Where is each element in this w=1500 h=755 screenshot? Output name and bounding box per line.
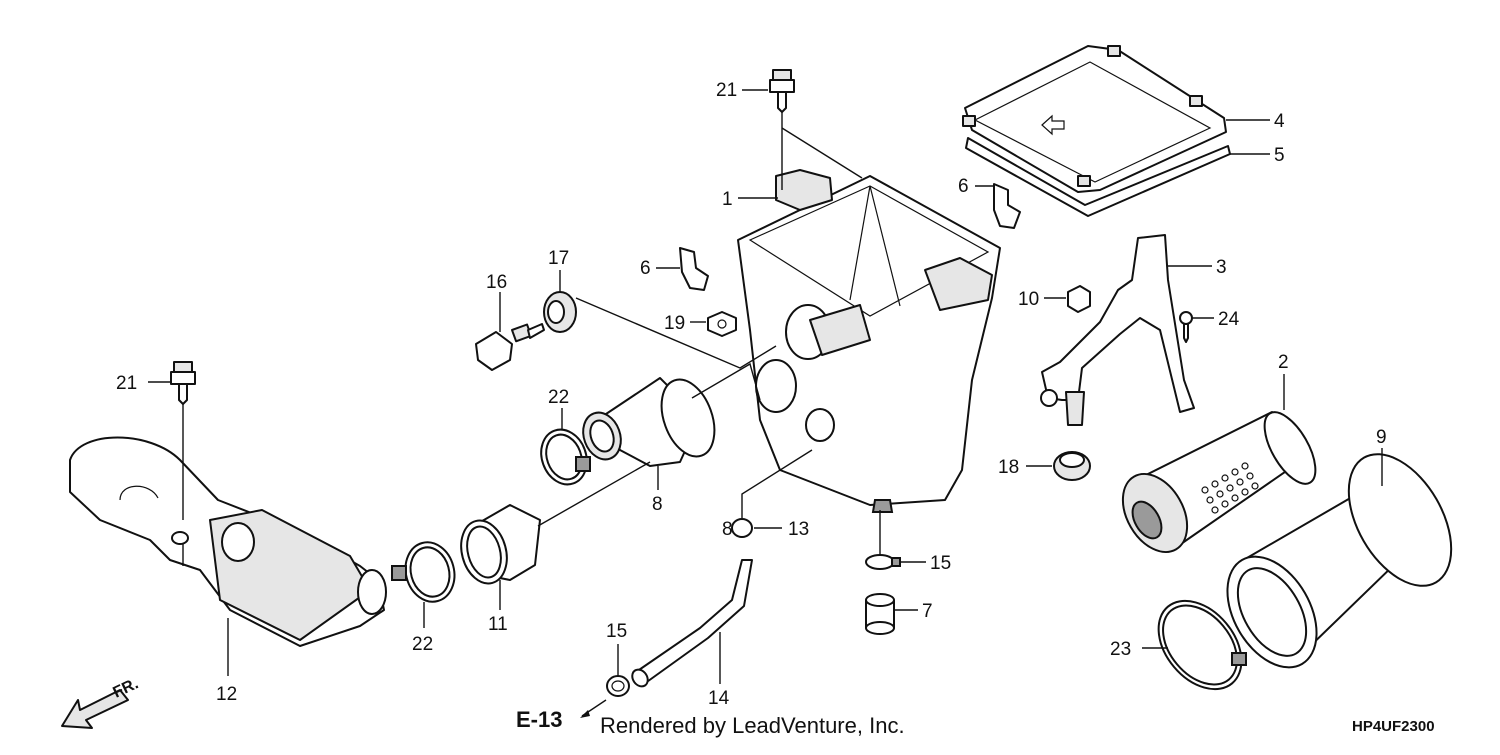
callout-7[interactable]: 7 — [922, 601, 933, 622]
part-13-ring[interactable] — [731, 518, 753, 538]
callout-22-lower[interactable]: 22 — [412, 634, 433, 655]
part-1-case[interactable] — [737, 169, 1001, 513]
callout-23[interactable]: 23 — [1110, 639, 1131, 660]
callout-1[interactable]: 1 — [722, 189, 733, 210]
part-21-bolt-left[interactable] — [170, 361, 196, 405]
part-3-bracket[interactable] — [1040, 234, 1195, 426]
callout-15[interactable]: 15 — [606, 621, 627, 642]
callout-3[interactable]: 3 — [1216, 257, 1227, 278]
callout-24[interactable]: 24 — [1218, 309, 1240, 330]
callout-19[interactable]: 18 — [998, 457, 1019, 478]
part-14-drain-tube[interactable] — [629, 559, 753, 689]
part-11-tube[interactable] — [454, 504, 541, 589]
callout-21-left[interactable]: 21 — [116, 373, 137, 394]
arrow-down-left-icon — [61, 689, 129, 729]
callout-5[interactable]: 5 — [1274, 145, 1285, 166]
part-9-outer-filter[interactable] — [1209, 437, 1472, 683]
part-23-band[interactable] — [1142, 585, 1258, 705]
callout-6-lower[interactable]: 6 — [640, 258, 651, 279]
callout-16[interactable]: 15 — [930, 553, 951, 574]
callout-13[interactable]: 13 — [788, 519, 809, 540]
part-15-clip[interactable] — [606, 675, 630, 697]
reference-e13[interactable]: E-13 — [516, 707, 562, 732]
part-18-grommet[interactable] — [543, 291, 577, 333]
drawing-code: HP4UF2300 — [1352, 718, 1435, 735]
callout-4[interactable]: 4 — [1274, 111, 1285, 132]
part-12-intake-duct[interactable] — [69, 436, 387, 647]
callout-12[interactable]: 12 — [216, 684, 237, 705]
part-5-seal[interactable] — [965, 137, 1231, 217]
callout-11[interactable]: 11 — [488, 614, 508, 635]
callout-17[interactable]: 16 — [486, 272, 507, 293]
part-2-element[interactable] — [1110, 404, 1326, 563]
callout-9[interactable]: 9 — [1376, 427, 1387, 448]
part-7-tube-cap[interactable] — [865, 593, 895, 635]
part-22-clamp-lower[interactable] — [391, 537, 461, 607]
credit-text: Rendered by LeadVenture, Inc. — [600, 713, 905, 738]
leader-lines — [148, 89, 1383, 718]
arrow-icon — [1041, 114, 1065, 136]
part-6-clip-lower[interactable] — [679, 247, 709, 291]
callout-labels: 21 1 4 5 6 6 3 10 24 19 16 17 2 9 21 22 … — [116, 80, 1387, 709]
part-19-grommet[interactable] — [1053, 451, 1091, 481]
callout-21-upper[interactable]: 21 — [716, 80, 737, 101]
part-10-cushion[interactable] — [1067, 285, 1091, 313]
part-16-clip[interactable] — [865, 554, 901, 570]
callout-8-small[interactable]: 8 — [722, 519, 733, 540]
part-4-cover[interactable] — [962, 45, 1227, 193]
direction-label: FR. — [111, 675, 142, 701]
front-direction-indicator: FR. — [61, 675, 142, 729]
part-20-nut[interactable] — [707, 311, 737, 337]
part-17-sensor[interactable] — [475, 323, 545, 371]
callout-22-upper[interactable]: 22 — [548, 387, 569, 408]
part-8-joint[interactable] — [577, 372, 724, 467]
part-24-screw[interactable] — [1179, 311, 1193, 343]
part-6-clip-upper[interactable] — [993, 183, 1021, 229]
callout-14[interactable]: 14 — [708, 688, 730, 709]
part-21-bolt-upper[interactable] — [769, 69, 795, 113]
part-22-clamp-upper[interactable] — [534, 423, 594, 491]
callout-6-upper[interactable]: 6 — [958, 176, 969, 197]
callout-10[interactable]: 10 — [1018, 289, 1039, 310]
callout-2[interactable]: 2 — [1278, 352, 1289, 373]
callout-18[interactable]: 17 — [548, 248, 569, 269]
callout-20[interactable]: 19 — [664, 313, 685, 334]
callout-8[interactable]: 8 — [652, 494, 663, 515]
